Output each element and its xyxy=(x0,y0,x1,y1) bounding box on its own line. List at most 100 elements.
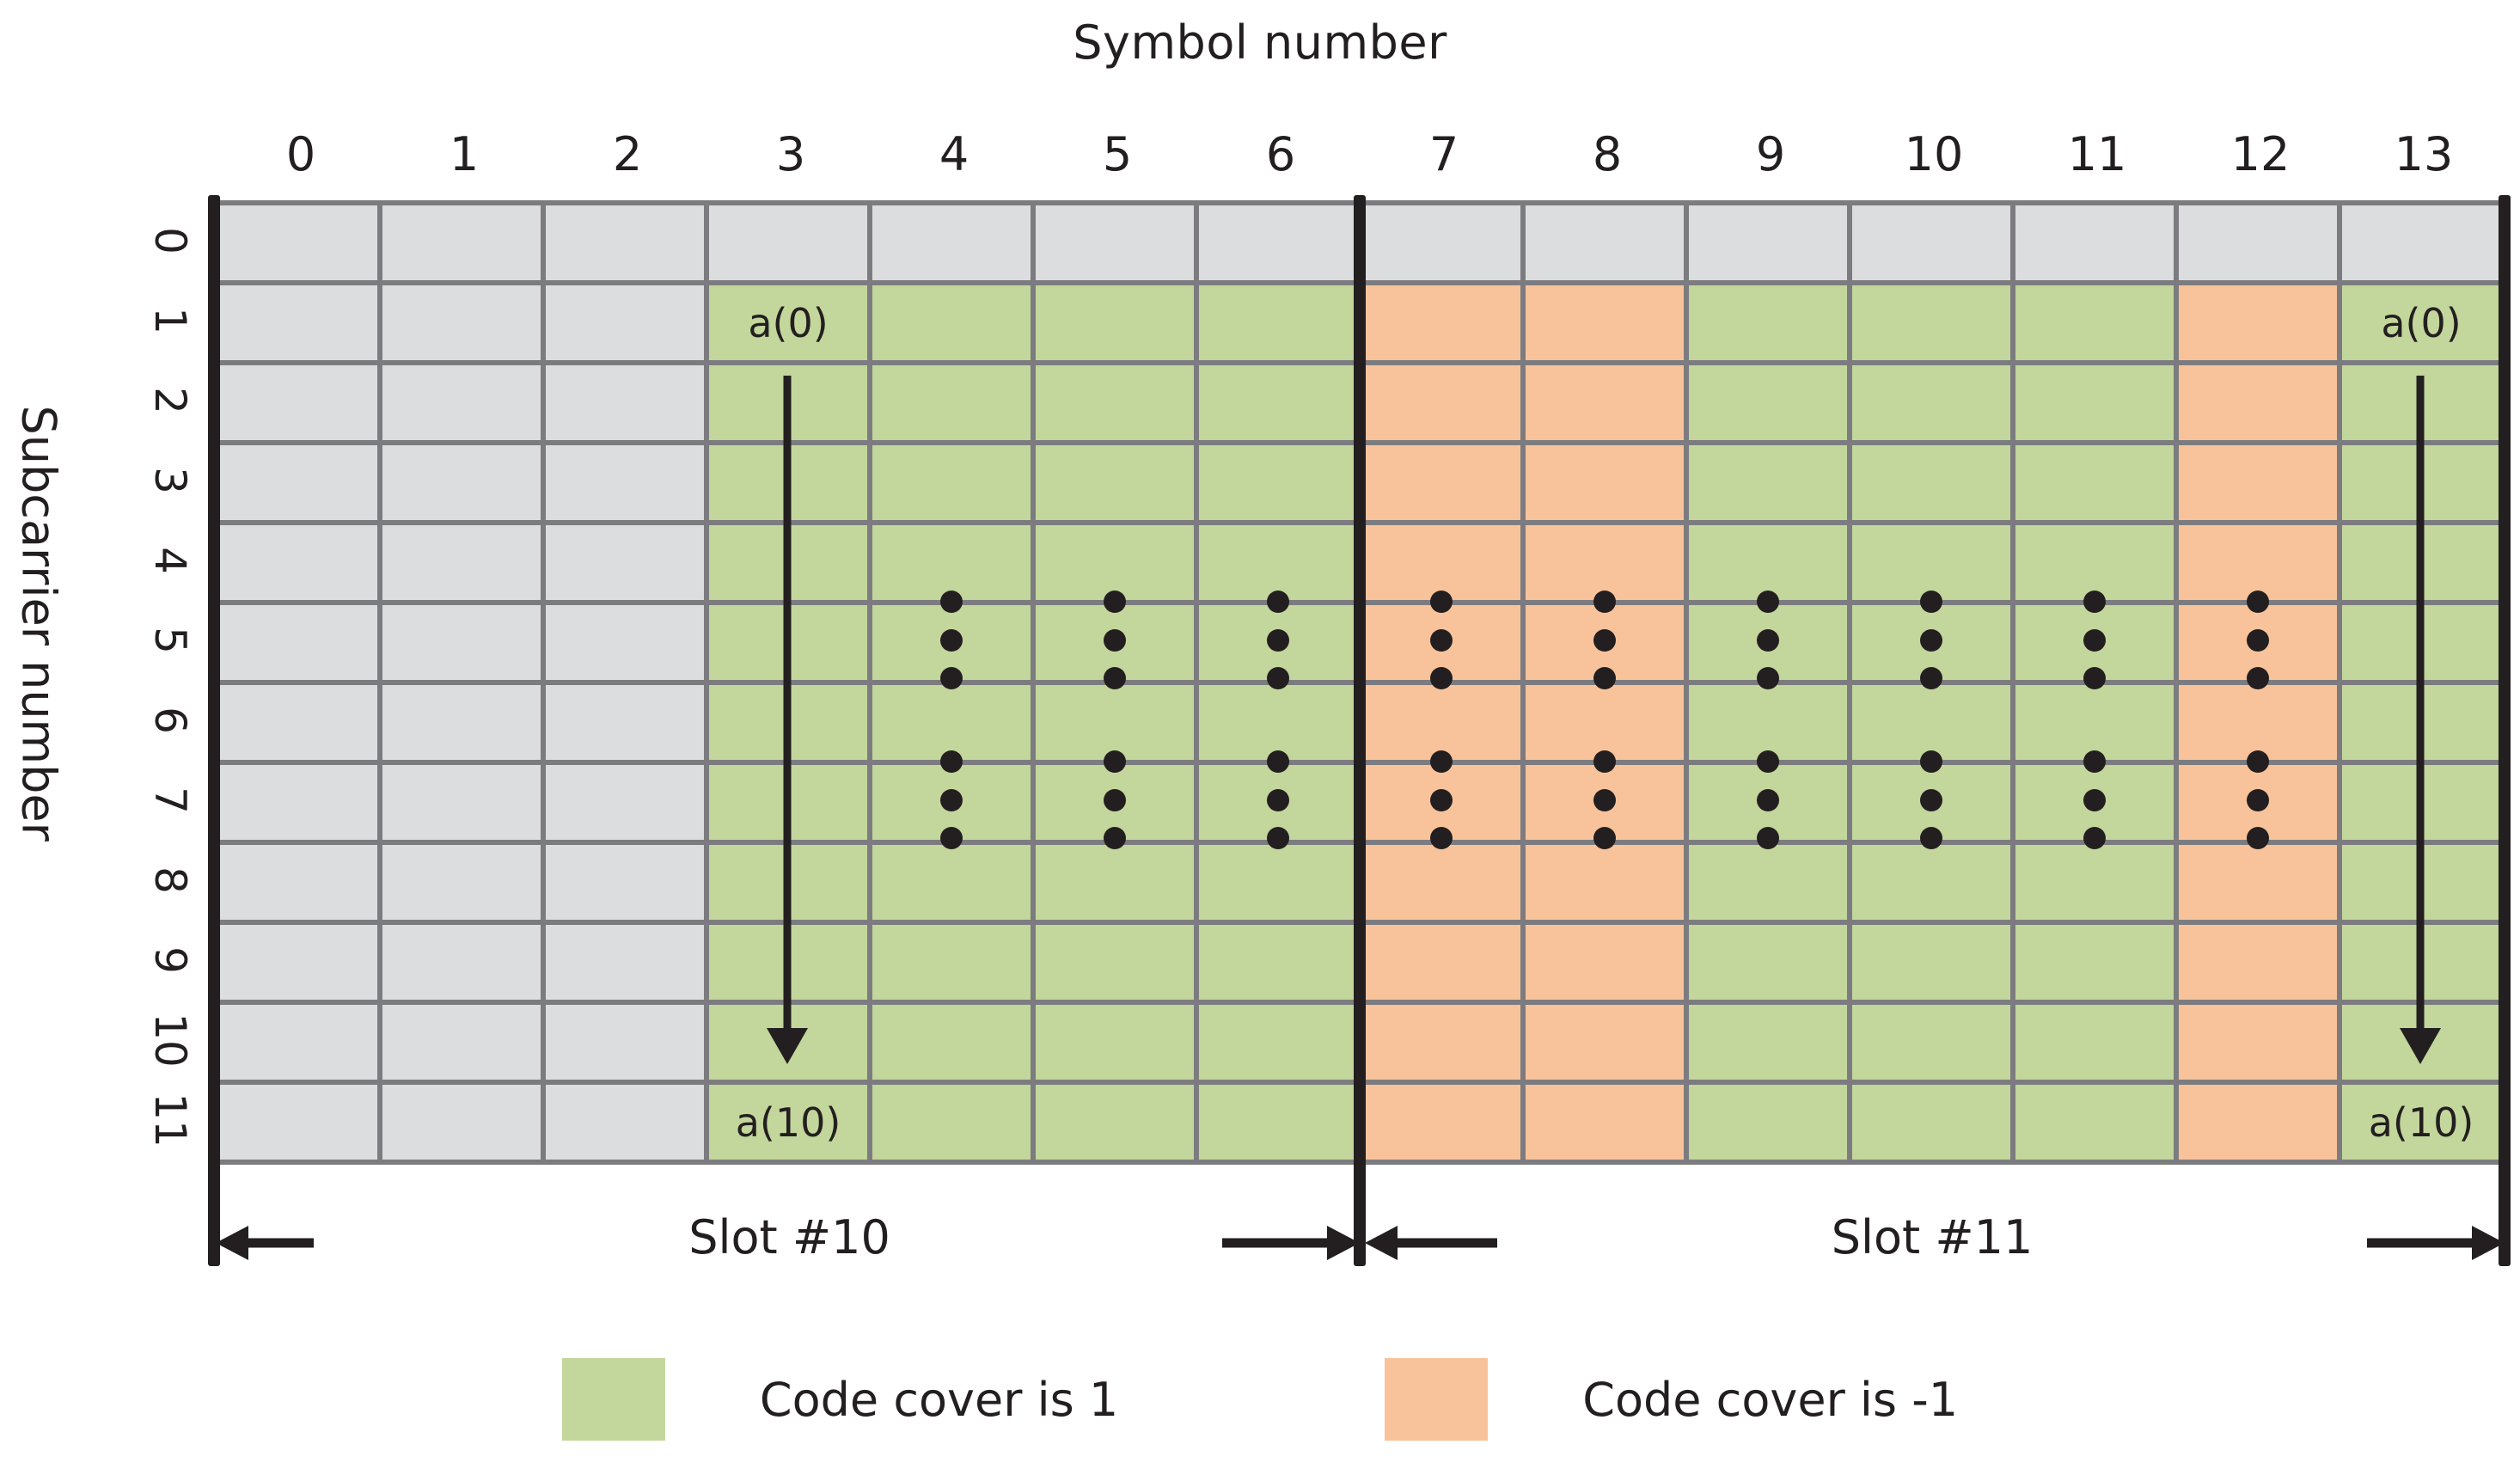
grid-cell-r8-c6[interactable] xyxy=(1199,845,1362,925)
grid-cell-r1-c11[interactable] xyxy=(2015,285,2179,365)
grid-cell-r0-c0[interactable] xyxy=(219,205,382,285)
grid-cell-r1-c5[interactable] xyxy=(1036,285,1199,365)
grid-cell-r10-c1[interactable] xyxy=(382,1005,546,1085)
grid-cell-r3-c12[interactable] xyxy=(2179,445,2342,525)
grid-cell-r8-c1[interactable] xyxy=(382,845,546,925)
grid-cell-r8-c11[interactable] xyxy=(2015,845,2179,925)
grid-cell-r2-c12[interactable] xyxy=(2179,365,2342,445)
grid-cell-r8-c9[interactable] xyxy=(1689,845,1852,925)
grid-cell-r5-c1[interactable] xyxy=(382,605,546,685)
grid-cell-r2-c2[interactable] xyxy=(546,365,709,445)
grid-cell-r10-c4[interactable] xyxy=(872,1005,1036,1085)
grid-cell-r8-c5[interactable] xyxy=(1036,845,1199,925)
grid-cell-r10-c5[interactable] xyxy=(1036,1005,1199,1085)
grid-cell-r9-c11[interactable] xyxy=(2015,925,2179,1005)
grid-cell-r10-c10[interactable] xyxy=(1852,1005,2015,1085)
grid-cell-r9-c4[interactable] xyxy=(872,925,1036,1005)
grid-cell-r10-c2[interactable] xyxy=(546,1005,709,1085)
grid-cell-r8-c0[interactable] xyxy=(219,845,382,925)
grid-cell-r9-c10[interactable] xyxy=(1852,925,2015,1005)
grid-cell-r7-c2[interactable] xyxy=(546,765,709,845)
grid-cell-r0-c6[interactable] xyxy=(1199,205,1362,285)
grid-cell-r7-c0[interactable] xyxy=(219,765,382,845)
grid-cell-r1-c13[interactable]: a(0) xyxy=(2342,285,2505,365)
grid-cell-r0-c5[interactable] xyxy=(1036,205,1199,285)
grid-cell-r5-c0[interactable] xyxy=(219,605,382,685)
grid-cell-r6-c1[interactable] xyxy=(382,685,546,765)
grid-cell-r1-c9[interactable] xyxy=(1689,285,1852,365)
grid-cell-r11-c5[interactable] xyxy=(1036,1085,1199,1165)
grid-cell-r11-c12[interactable] xyxy=(2179,1085,2342,1165)
grid-cell-r2-c11[interactable] xyxy=(2015,365,2179,445)
grid-cell-r1-c4[interactable] xyxy=(872,285,1036,365)
grid-cell-r9-c7[interactable] xyxy=(1362,925,1526,1005)
grid-cell-r3-c4[interactable] xyxy=(872,445,1036,525)
grid-cell-r1-c3[interactable]: a(0) xyxy=(709,285,872,365)
grid-cell-r2-c9[interactable] xyxy=(1689,365,1852,445)
grid-cell-r0-c9[interactable] xyxy=(1689,205,1852,285)
grid-cell-r1-c10[interactable] xyxy=(1852,285,2015,365)
grid-cell-r3-c6[interactable] xyxy=(1199,445,1362,525)
grid-cell-r3-c5[interactable] xyxy=(1036,445,1199,525)
grid-cell-r4-c1[interactable] xyxy=(382,525,546,605)
grid-cell-r0-c4[interactable] xyxy=(872,205,1036,285)
grid-cell-r8-c10[interactable] xyxy=(1852,845,2015,925)
grid-cell-r11-c0[interactable] xyxy=(219,1085,382,1165)
grid-cell-r2-c7[interactable] xyxy=(1362,365,1526,445)
grid-cell-r10-c7[interactable] xyxy=(1362,1005,1526,1085)
grid-cell-r3-c2[interactable] xyxy=(546,445,709,525)
grid-cell-r4-c2[interactable] xyxy=(546,525,709,605)
grid-cell-r0-c10[interactable] xyxy=(1852,205,2015,285)
grid-cell-r3-c10[interactable] xyxy=(1852,445,2015,525)
grid-cell-r11-c9[interactable] xyxy=(1689,1085,1852,1165)
grid-cell-r8-c8[interactable] xyxy=(1526,845,1689,925)
grid-cell-r8-c12[interactable] xyxy=(2179,845,2342,925)
grid-cell-r5-c2[interactable] xyxy=(546,605,709,685)
grid-cell-r3-c11[interactable] xyxy=(2015,445,2179,525)
grid-cell-r3-c8[interactable] xyxy=(1526,445,1689,525)
grid-cell-r9-c8[interactable] xyxy=(1526,925,1689,1005)
grid-cell-r9-c12[interactable] xyxy=(2179,925,2342,1005)
grid-cell-r2-c10[interactable] xyxy=(1852,365,2015,445)
grid-cell-r1-c2[interactable] xyxy=(546,285,709,365)
grid-cell-r1-c8[interactable] xyxy=(1526,285,1689,365)
grid-cell-r8-c2[interactable] xyxy=(546,845,709,925)
grid-cell-r0-c12[interactable] xyxy=(2179,205,2342,285)
grid-cell-r1-c12[interactable] xyxy=(2179,285,2342,365)
grid-cell-r9-c0[interactable] xyxy=(219,925,382,1005)
grid-cell-r11-c7[interactable] xyxy=(1362,1085,1526,1165)
grid-cell-r1-c0[interactable] xyxy=(219,285,382,365)
grid-cell-r11-c11[interactable] xyxy=(2015,1085,2179,1165)
grid-cell-r2-c4[interactable] xyxy=(872,365,1036,445)
grid-cell-r6-c8[interactable] xyxy=(1526,685,1689,765)
grid-cell-r0-c8[interactable] xyxy=(1526,205,1689,285)
grid-cell-r8-c4[interactable] xyxy=(872,845,1036,925)
grid-cell-r3-c0[interactable] xyxy=(219,445,382,525)
grid-cell-r6-c2[interactable] xyxy=(546,685,709,765)
grid-cell-r11-c4[interactable] xyxy=(872,1085,1036,1165)
grid-cell-r0-c7[interactable] xyxy=(1362,205,1526,285)
grid-cell-r10-c9[interactable] xyxy=(1689,1005,1852,1085)
grid-cell-r1-c7[interactable] xyxy=(1362,285,1526,365)
grid-cell-r2-c0[interactable] xyxy=(219,365,382,445)
grid-cell-r10-c12[interactable] xyxy=(2179,1005,2342,1085)
grid-cell-r6-c0[interactable] xyxy=(219,685,382,765)
grid-cell-r0-c2[interactable] xyxy=(546,205,709,285)
grid-cell-r0-c3[interactable] xyxy=(709,205,872,285)
grid-cell-r2-c8[interactable] xyxy=(1526,365,1689,445)
grid-cell-r3-c1[interactable] xyxy=(382,445,546,525)
grid-cell-r0-c13[interactable] xyxy=(2342,205,2505,285)
grid-cell-r7-c1[interactable] xyxy=(382,765,546,845)
grid-cell-r9-c2[interactable] xyxy=(546,925,709,1005)
grid-cell-r0-c11[interactable] xyxy=(2015,205,2179,285)
grid-cell-r11-c13[interactable]: a(10) xyxy=(2342,1085,2505,1165)
grid-cell-r11-c10[interactable] xyxy=(1852,1085,2015,1165)
grid-cell-r2-c1[interactable] xyxy=(382,365,546,445)
grid-cell-r11-c2[interactable] xyxy=(546,1085,709,1165)
grid-cell-r11-c8[interactable] xyxy=(1526,1085,1689,1165)
grid-cell-r1-c1[interactable] xyxy=(382,285,546,365)
grid-cell-r4-c0[interactable] xyxy=(219,525,382,605)
grid-cell-r3-c7[interactable] xyxy=(1362,445,1526,525)
grid-cell-r10-c0[interactable] xyxy=(219,1005,382,1085)
grid-cell-r3-c9[interactable] xyxy=(1689,445,1852,525)
